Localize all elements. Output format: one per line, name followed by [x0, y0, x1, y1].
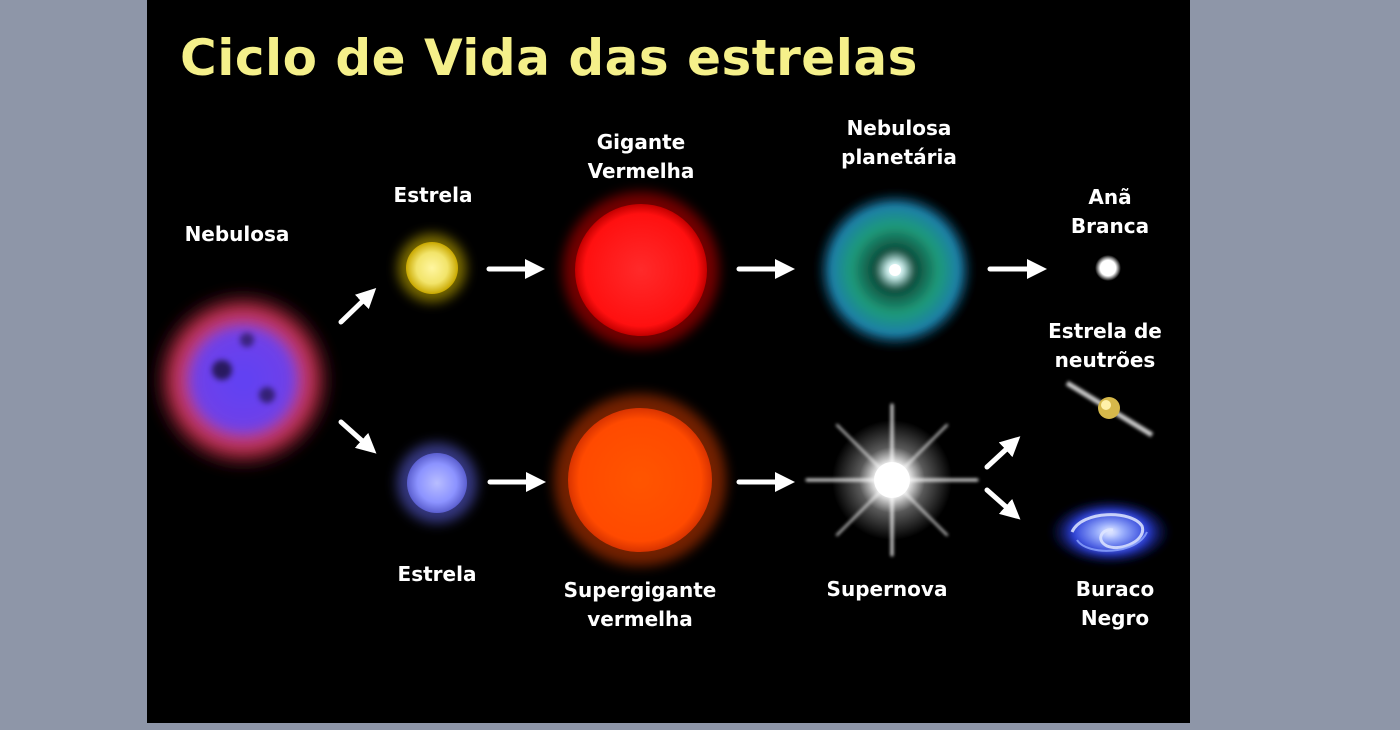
supernova-icon: [805, 403, 979, 557]
label-supernova: Supernova: [826, 577, 948, 601]
arrow-supernova-to-black-hole: [984, 487, 1021, 520]
red-supergiant-icon: [554, 394, 726, 566]
label-ana-branca: Anã Branca: [1070, 185, 1150, 238]
label-estrela-bottom: Estrela: [397, 562, 477, 586]
blue-star-icon: [397, 443, 477, 523]
neutron-star-icon: [1065, 380, 1154, 438]
arrow-nebula-to-blue-star: [338, 419, 377, 454]
label-nebulosa-planetaria: Nebulosa planetária: [841, 116, 957, 169]
arrow-supernova-to-neutron-star: [984, 436, 1021, 470]
label-gigante-vermelha: Gigante Vermelha: [587, 130, 695, 183]
white-dwarf-icon: [1095, 255, 1121, 281]
label-estrela-neutroes: Estrela de neutrões: [1048, 319, 1162, 372]
slide: Ciclo de Vida das estrelas: [147, 0, 1190, 723]
page-title: Ciclo de Vida das estrelas: [180, 29, 918, 87]
yellow-star-icon: [398, 234, 466, 302]
label-nebulosa: Nebulosa: [184, 222, 290, 246]
red-giant-icon: [563, 192, 719, 348]
label-estrela-top: Estrela: [393, 183, 473, 207]
planetary-nebula-icon: [815, 190, 975, 350]
label-buraco-negro: Buraco Negro: [1075, 577, 1155, 630]
life-cycle-diagram: [151, 190, 1172, 566]
arrow-nebula-to-star: [338, 288, 377, 325]
black-hole-icon: [1048, 498, 1172, 566]
nebula-icon: [151, 288, 335, 472]
label-supergigante-vermelha: Supergigante vermelha: [563, 578, 717, 631]
